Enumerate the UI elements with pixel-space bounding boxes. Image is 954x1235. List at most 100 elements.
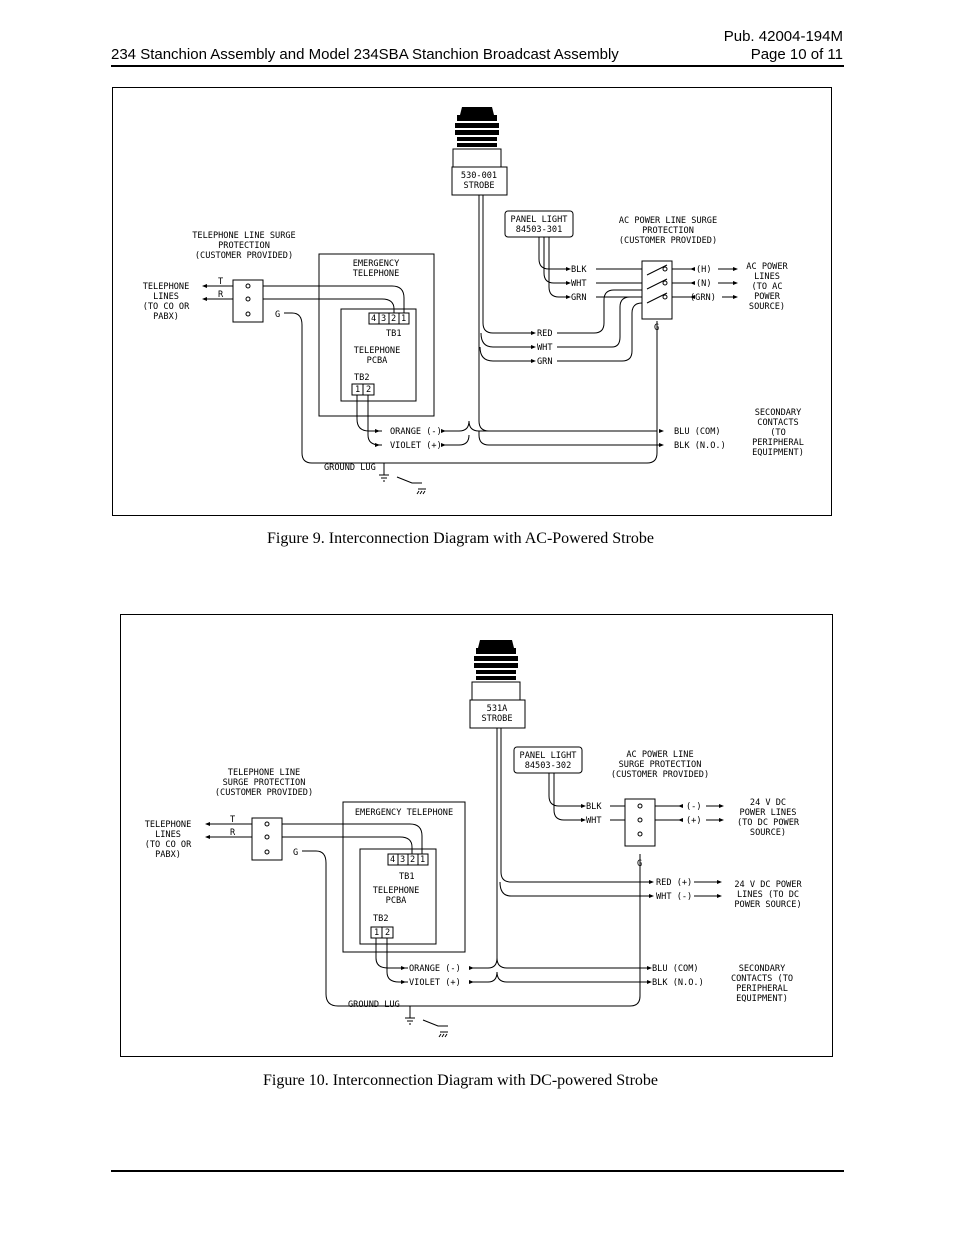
tel-surge-label: (CUSTOMER PROVIDED) xyxy=(215,788,313,798)
orange-wire-label: ORANGE (-) xyxy=(390,427,442,437)
tel-surge-label: (CUSTOMER PROVIDED) xyxy=(195,251,293,261)
tb2-pin: 2 xyxy=(385,928,390,938)
ac-g-terminal: G xyxy=(654,323,659,333)
tel-surge-label: PROTECTION xyxy=(218,241,270,251)
figure-10-frame xyxy=(120,614,833,1057)
wht-wire-label: WHT xyxy=(537,343,553,353)
t-terminal: T xyxy=(218,277,223,287)
tb1-pin: 3 xyxy=(400,855,405,865)
tel-surge-label: TELEPHONE LINE xyxy=(228,768,300,778)
ac-surge-label: (CUSTOMER PROVIDED) xyxy=(611,770,709,780)
grn-wire-label: GRN xyxy=(537,357,553,367)
strobe-label: STROBE xyxy=(481,714,512,724)
ac-power-lines-label: LINES xyxy=(754,272,780,282)
strobe-model: 530-001 xyxy=(461,171,497,181)
wht-wire-label: WHT (-) xyxy=(656,892,692,902)
figure-9-diagram: 530-001 STROBE PANEL LIGHT 84503-301 AC … xyxy=(112,87,832,516)
neutral-terminal: (N) xyxy=(696,279,712,289)
emergency-telephone-label: EMERGENCY TELEPHONE xyxy=(355,808,453,818)
plus-terminal: (+) xyxy=(686,816,702,826)
tb1-pin: 1 xyxy=(420,855,425,865)
secondary-contacts-label: PERIPHERAL xyxy=(736,984,788,994)
document-title: 234 Stanchion Assembly and Model 234SBA … xyxy=(111,46,619,63)
emergency-telephone-label: EMERGENCY xyxy=(353,259,400,269)
violet-wire-label: VIOLET (+) xyxy=(390,441,442,451)
secondary-contacts-label: CONTACTS (TO xyxy=(731,974,793,984)
secondary-contacts-label: (TO xyxy=(770,428,786,438)
telephone-lines-label: PABX) xyxy=(153,312,179,322)
ac-surge-label: (CUSTOMER PROVIDED) xyxy=(619,236,717,246)
telephone-lines-label: TELEPHONE xyxy=(145,820,192,830)
g-terminal: G xyxy=(275,310,280,320)
secondary-contacts-label: PERIPHERAL xyxy=(752,438,804,448)
ac-power-lines-label: POWER xyxy=(754,292,781,302)
tb1-label: TB1 xyxy=(399,872,415,882)
minus-terminal: (-) xyxy=(686,802,702,812)
telephone-lines-label: LINES xyxy=(155,830,181,840)
panel-light-label: PANEL LIGHT xyxy=(520,751,577,761)
tb1-pin: 4 xyxy=(390,855,395,865)
telephone-lines-label: (TO CO OR xyxy=(143,302,190,312)
tb2-pin: 2 xyxy=(366,385,371,395)
dc-power-lines-label: POWER LINES xyxy=(740,808,797,818)
pcba-label: TELEPHONE xyxy=(373,886,420,896)
figure-9-caption: Figure 9. Interconnection Diagram with A… xyxy=(267,530,655,547)
panel-light-label: PANEL LIGHT xyxy=(511,215,568,225)
tb1-pin: 2 xyxy=(391,314,396,324)
blk-no-label: BLK (N.O.) xyxy=(674,441,726,451)
secondary-contacts-label: EQUIPMENT) xyxy=(736,994,788,1004)
tb1-label: TB1 xyxy=(386,329,402,339)
dc-power-lines-label: 24 V DC xyxy=(750,798,786,808)
red-wire-label: RED xyxy=(537,329,553,339)
tb2-pin: 1 xyxy=(355,385,360,395)
telephone-lines-label: (TO CO OR xyxy=(145,840,192,850)
secondary-contacts-label: SECONDARY xyxy=(755,408,802,418)
page-number: Page 10 of 11 xyxy=(750,46,843,63)
panel-light-model: 84503-302 xyxy=(525,761,572,771)
dc-power-lines-label: 24 V DC POWER xyxy=(734,880,802,890)
ground-lug-label: GROUND LUG xyxy=(348,1000,400,1010)
tb1-pin: 4 xyxy=(371,314,376,324)
secondary-contacts-label: SECONDARY xyxy=(739,964,786,974)
tb1-pin: 1 xyxy=(401,314,406,324)
dc-power-lines-label: (TO DC POWER xyxy=(737,818,800,828)
dc-power-lines-label: POWER SOURCE) xyxy=(734,900,801,910)
tb2-label: TB2 xyxy=(373,914,389,924)
ground-terminal: (GRN) xyxy=(690,293,716,303)
wht-wire-label: WHT xyxy=(571,279,587,289)
dc-power-lines-label: LINES (TO DC xyxy=(737,890,799,900)
secondary-contacts-label: EQUIPMENT) xyxy=(752,448,804,458)
header-pub-block: Pub. 42004-194M Page 10 of 11 xyxy=(724,28,843,64)
tb2-pin: 1 xyxy=(374,928,379,938)
ac-surge-device xyxy=(641,260,673,320)
secondary-contacts-label: CONTACTS xyxy=(757,418,798,428)
ac-surge-label: PROTECTION xyxy=(642,226,694,236)
ac-power-lines-label: (TO AC xyxy=(751,282,782,292)
telephone-lines-label: LINES xyxy=(153,292,179,302)
g-terminal: G xyxy=(293,848,298,858)
orange-wire-label: ORANGE (-) xyxy=(409,964,461,974)
red-wire-label: RED (+) xyxy=(656,878,692,888)
dc-power-lines-label: SOURCE) xyxy=(750,828,786,838)
violet-wire-label: VIOLET (+) xyxy=(409,978,461,988)
ac-power-lines-label: AC POWER xyxy=(746,262,788,272)
pcba-label: PCBA xyxy=(386,896,408,906)
telephone-lines-label: TELEPHONE xyxy=(143,282,190,292)
tel-surge-label: TELEPHONE LINE SURGE xyxy=(192,231,295,241)
t-terminal: T xyxy=(230,815,235,825)
blu-com-label: BLU (COM) xyxy=(652,964,699,974)
figure-10-diagram: 531A STROBE PANEL LIGHT 84503-302 AC POW… xyxy=(120,614,833,1057)
ground-lug-label: GROUND LUG xyxy=(324,463,376,473)
tb2-label: TB2 xyxy=(354,373,370,383)
tb1-pin: 3 xyxy=(381,314,386,324)
strobe-model: 531A xyxy=(487,704,509,714)
pcba-label: TELEPHONE xyxy=(354,346,401,356)
wht-wire-label: WHT xyxy=(586,816,602,826)
emergency-telephone-label: TELEPHONE xyxy=(353,269,400,279)
telephone-lines-label: PABX) xyxy=(155,850,181,860)
dc-g-terminal: G xyxy=(637,859,642,869)
pcba-label: PCBA xyxy=(367,356,389,366)
strobe-lamp xyxy=(471,640,521,701)
ac-surge-label: SURGE PROTECTION xyxy=(619,760,702,770)
hot-terminal: (H) xyxy=(696,265,712,275)
